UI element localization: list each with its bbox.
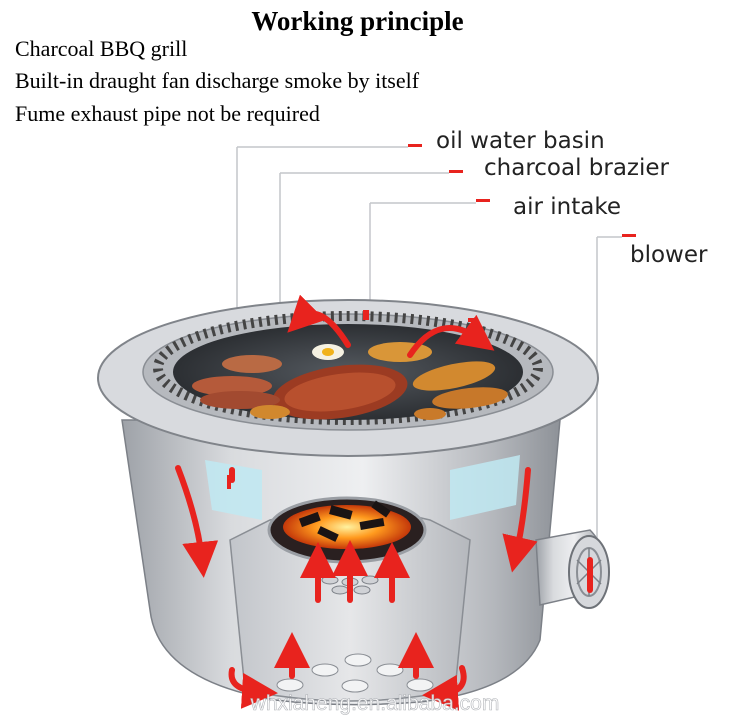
arrow-bottom-left — [228, 667, 278, 709]
arrow-bottom-right — [422, 665, 467, 711]
label-blower: blower — [630, 242, 708, 268]
charcoal-pieces — [298, 500, 391, 542]
label-air-intake: air intake — [513, 194, 621, 220]
oil-water-basin-right — [450, 455, 520, 520]
description-line-3: Fume exhaust pipe not be required — [15, 101, 320, 126]
arrow-down-left-outer — [175, 465, 219, 578]
arrow-down-right — [502, 467, 538, 573]
description-line-2: Built-in draught fan discharge smoke by … — [15, 68, 420, 93]
arrow-smoke-left — [287, 294, 351, 348]
airflow-arrows — [175, 294, 593, 711]
callout-top-lines — [237, 146, 622, 238]
label-oil-water-basin: oil water basin — [436, 128, 605, 154]
description-line-1: Charcoal BBQ grill — [15, 36, 188, 61]
oil-water-basin-left — [205, 460, 262, 520]
watermark: whxiaheng.en.alibaba.com — [250, 692, 500, 715]
arrow-smoke-right — [407, 314, 495, 358]
page-title: Working principle — [251, 6, 464, 36]
label-charcoal-brazier: charcoal brazier — [484, 155, 669, 181]
callout-ticks — [408, 144, 636, 237]
grate-ring — [153, 311, 543, 425]
arrow-small-marks — [227, 310, 478, 489]
